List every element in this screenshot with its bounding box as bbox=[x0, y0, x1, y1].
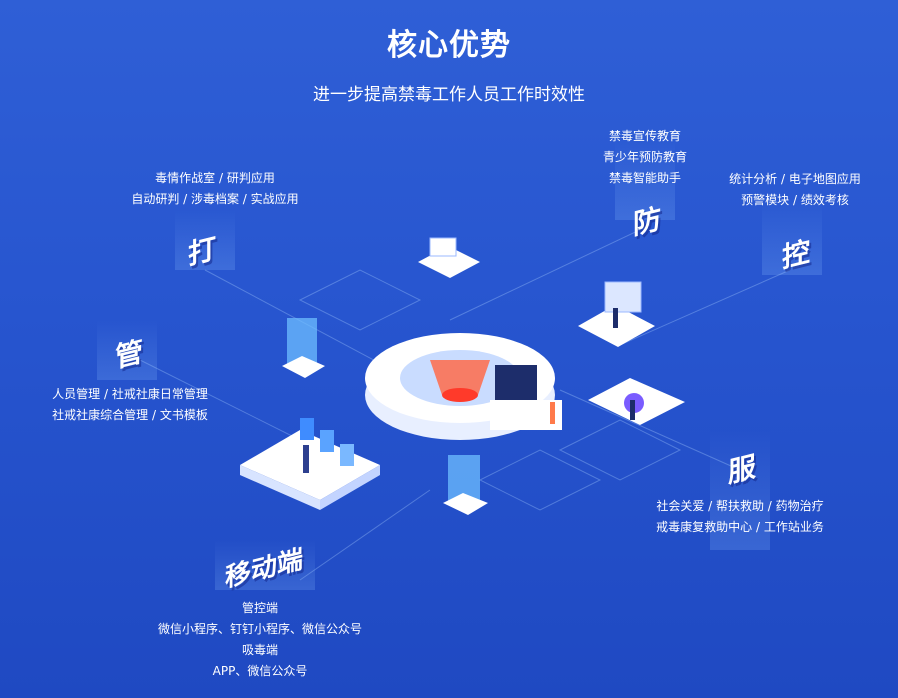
kong-line-2: 预警模块 / 绩效考核 bbox=[741, 193, 849, 207]
kong-description: 统计分析 / 电子地图应用 预警模块 / 绩效考核 bbox=[715, 169, 875, 211]
guan-line-1: 人员管理 / 社戒社康日常管理 bbox=[52, 387, 208, 401]
page-title: 核心优势 bbox=[387, 28, 511, 63]
kong-line-1: 统计分析 / 电子地图应用 bbox=[729, 172, 861, 186]
da-beam bbox=[175, 210, 235, 270]
mobile-description: 管控端 微信小程序、钉钉小程序、微信公众号 吸毒端 APP、微信公众号 bbox=[140, 598, 380, 682]
fang-line-2: 青少年预防教育 bbox=[602, 150, 687, 164]
da-description: 毒情作战室 / 研判应用 自动研判 / 涉毒档案 / 实战应用 bbox=[95, 168, 335, 210]
fu-line-1: 社会关爱 / 帮扶救助 / 药物治疗 bbox=[656, 499, 824, 513]
kong-glyph: 控 bbox=[782, 234, 811, 275]
fang-description: 禁毒宣传教育 青少年预防教育 禁毒智能助手 bbox=[585, 126, 705, 189]
kong-beam bbox=[762, 200, 822, 275]
mobile-line-3: 吸毒端 bbox=[241, 643, 278, 657]
da-glyph: 打 bbox=[188, 231, 217, 272]
page-subtitle: 进一步提高禁毒工作人员工作时效性 bbox=[313, 85, 585, 105]
mobile-beam bbox=[215, 540, 315, 590]
fu-beam bbox=[710, 430, 770, 550]
mobile-line-2: 微信小程序、钉钉小程序、微信公众号 bbox=[157, 622, 362, 636]
guan-beam bbox=[97, 320, 157, 380]
fang-line-3: 禁毒智能助手 bbox=[608, 171, 681, 185]
fu-description: 社会关爱 / 帮扶救助 / 药物治疗 戒毒康复救助中心 / 工作站业务 bbox=[640, 496, 840, 538]
central-platform bbox=[365, 333, 562, 440]
da-line-1: 毒情作战室 / 研判应用 bbox=[155, 171, 275, 185]
fang-glyph: 防 bbox=[633, 201, 662, 242]
fu-line-2: 戒毒康复救助中心 / 工作站业务 bbox=[656, 520, 824, 534]
guan-description: 人员管理 / 社戒社康日常管理 社戒社康综合管理 / 文书模板 bbox=[35, 384, 225, 426]
guan-glyph: 管 bbox=[115, 334, 144, 375]
guan-line-2: 社戒社康综合管理 / 文书模板 bbox=[52, 408, 208, 422]
mobile-line-1: 管控端 bbox=[241, 601, 278, 615]
fang-beam bbox=[615, 140, 675, 220]
fang-line-1: 禁毒宣传教育 bbox=[608, 129, 681, 143]
mobile-line-4: APP、微信公众号 bbox=[212, 664, 308, 678]
fu-glyph: 服 bbox=[728, 449, 757, 490]
da-line-2: 自动研判 / 涉毒档案 / 实战应用 bbox=[131, 192, 299, 206]
